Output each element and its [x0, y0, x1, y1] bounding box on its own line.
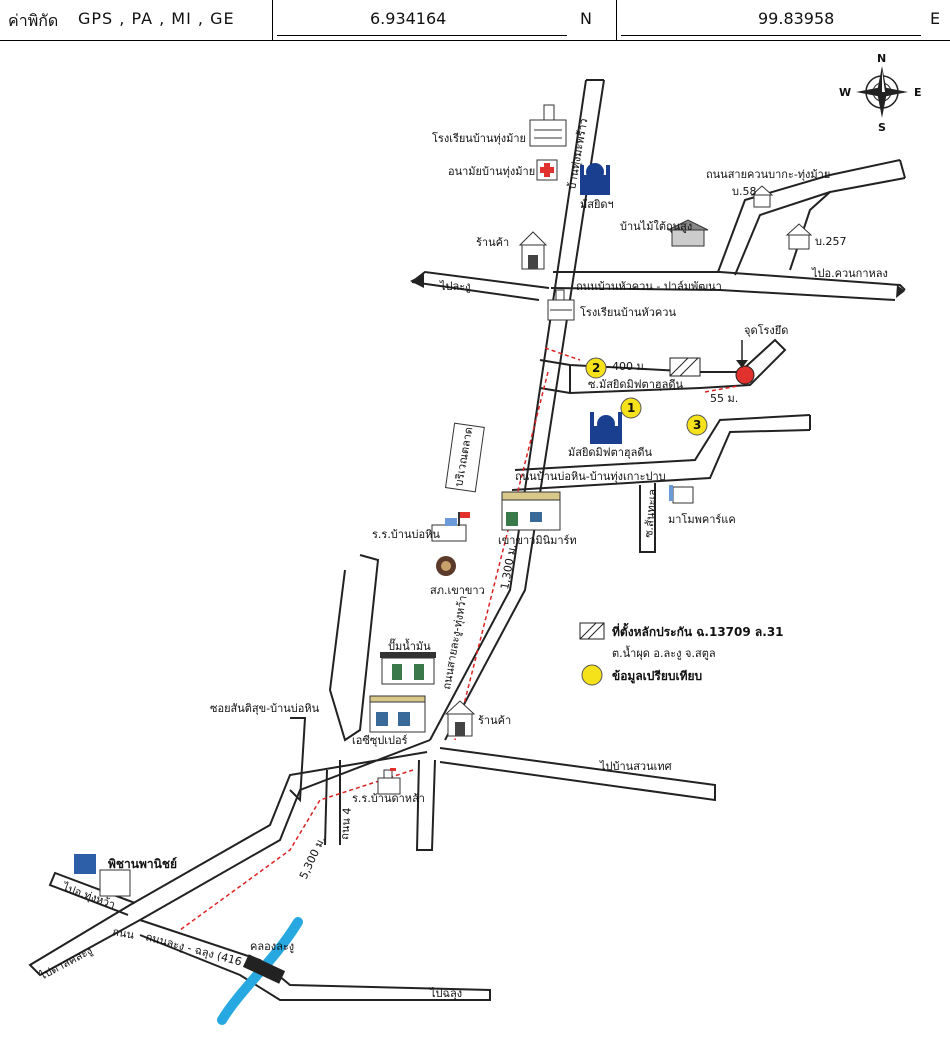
legend-hatch-icon: [579, 622, 605, 640]
road-label-khuan: ถนนสายควนบากะ-ทุ่งม้าย: [706, 168, 830, 181]
road-bohin: [511, 414, 811, 553]
school-bohin-icon: [431, 512, 470, 542]
marker-3[interactable]: 3: [686, 414, 708, 436]
svg-text:1: 1: [627, 401, 635, 415]
longitude-dir: E: [930, 9, 941, 28]
latitude-value: 6.934164: [370, 9, 447, 28]
coord-label-cell: ค่าพิกัด GPS , PA , MI , GE: [0, 0, 273, 40]
pichan-icon: [74, 854, 131, 897]
market-box: [444, 422, 485, 493]
road-suanthes: [439, 747, 716, 802]
health-icon: [536, 159, 558, 181]
bridge-icon: [242, 954, 286, 984]
coord-method: GPS , PA , MI , GE: [78, 9, 235, 28]
shop-icon: [518, 231, 548, 270]
label-target: จุดโรงยึด: [744, 323, 788, 337]
mosque-mid-icon: [590, 412, 622, 444]
label-mosque-top: มัสยิดฯ: [580, 198, 614, 211]
compass-w: W: [839, 86, 851, 99]
target-marker-icon: [669, 340, 755, 385]
road-label-4: ถนน 4: [338, 807, 354, 840]
mini-shop-icon: [669, 485, 694, 504]
label-to-kalong: ไปตาลคละงู: [36, 944, 94, 983]
road-label-soi: ซ.สันทะเล: [642, 488, 659, 538]
latitude-cell: 6.934164 N: [272, 0, 617, 40]
label-d400: 400 ม.: [612, 360, 647, 373]
longitude-value: 99.83958: [758, 9, 835, 28]
compass-n: N: [877, 52, 886, 65]
label-to-chalung: ไปฉลุง: [429, 987, 462, 1000]
canal: [217, 917, 303, 1025]
main-road: [429, 79, 605, 741]
school-icon: [529, 104, 567, 147]
road-label-mosque-soi: ซ.มัสยิดมิฟตาฮุลดีน: [588, 378, 683, 391]
longitude-underline: [621, 35, 921, 36]
coordinate-header: ค่าพิกัด GPS , PA , MI , GE 6.934164 N 9…: [0, 0, 950, 41]
legend-item-3: ข้อมูลเปรียบเทียบ: [612, 669, 702, 684]
label-road-no: ถนน: [111, 925, 135, 942]
label-canal: คลองละงู: [250, 940, 294, 953]
road-huakuan: [550, 159, 906, 301]
mosque-icon: [580, 163, 610, 195]
shop-mid-icon: [444, 700, 476, 737]
label-to-khuankalong: ไปอ.ควนกาหลง: [811, 267, 888, 280]
label-d1300: 1,300 ม.: [498, 543, 519, 590]
label-police: สภ.เขาขาว: [430, 584, 485, 597]
house-icon: [750, 185, 813, 250]
legend-item-1: ที่ตั้งหลักประกัน ฉ.13709 ล.31: [612, 622, 784, 639]
label-to-langu: ไปละงู: [439, 280, 471, 293]
label-house-257: บ.257: [815, 235, 846, 248]
school-huakuan-icon: [547, 289, 575, 321]
police-icon: [436, 556, 456, 576]
compass-s: S: [878, 121, 886, 134]
label-house-wooden: บ้านไม้ใต้ถุนสูง: [620, 220, 692, 233]
svg-text:2: 2: [592, 361, 600, 375]
longitude-cell: 99.83958 E: [616, 0, 949, 40]
latitude-underline: [277, 35, 567, 36]
compass-icon: N S E W: [839, 52, 922, 134]
label-shop-top: ร้านค้า: [476, 236, 509, 249]
label-minimart: เขาขาวมินิมาร์ท: [498, 534, 577, 547]
marker-2[interactable]: 2: [585, 357, 607, 379]
minimart-icon: [501, 491, 561, 531]
label-mosque-mid: มัสยิดมิฟตาฮุลดีน: [568, 446, 653, 459]
gas-station-icon: [380, 652, 436, 685]
legend-item-2: ต.น้ำผุด อ.ละงู จ.สตูล: [612, 645, 716, 660]
house-wooden-icon: [667, 219, 709, 247]
road-label-huakuan: ถนนบ้านหัวควน - ปาล์มพัฒนา: [576, 280, 722, 293]
label-d5300: 5,300 ม.: [297, 834, 328, 881]
svg-text:3: 3: [693, 418, 701, 432]
label-gas-station: ปั๊มน้ำมัน: [388, 638, 431, 653]
coord-label: ค่าพิกัด: [8, 11, 59, 30]
legend: ที่ตั้งหลักประกัน ฉ.13709 ล.31 ต.น้ำผุด …: [579, 622, 784, 686]
label-school-khaola: ร.ร.บ้านดาหล้า: [352, 792, 425, 805]
label-school-tungmai: โรงเรียนบ้านทุ่งม้าย: [432, 131, 526, 145]
label-house-58: บ.58: [732, 185, 756, 198]
supermarket-icon: [369, 695, 426, 733]
label-school-bohin: ร.ร.บ้านบ่อหิน: [372, 528, 440, 541]
label-health-tungmai: อนามัยบ้านทุ่งม้าย: [448, 165, 535, 178]
school-khaola-icon: [377, 768, 401, 795]
label-supermarket: เอซีซุปเปอร์: [352, 734, 408, 747]
label-d55: 55 ม.: [710, 392, 738, 405]
label-pichan: พิชานพานิชย์: [108, 857, 177, 871]
road-label-bohin: ถนนบ้านบ่อหิน-บ้านทุ่งเกาะปาบ: [515, 470, 666, 483]
label-mini-shop: มาโมพคาร์แค: [668, 512, 736, 526]
label-school-huakuan: โรงเรียนบ้านหัวควน: [580, 305, 676, 319]
road-label-soi-suttisuk: ซอยสันติสุข-บ้านบ่อหิน: [210, 702, 320, 715]
legend-yellow-icon: [581, 664, 603, 686]
label-to-suanthes: ไปบ้านสวนเทศ: [599, 760, 672, 773]
distance-arrows: [179, 347, 739, 931]
road-mosque-soi: [539, 338, 787, 395]
marker-1[interactable]: 1: [620, 397, 642, 419]
compass-e: E: [914, 86, 922, 99]
label-shop-mid: ร้านค้า: [478, 714, 511, 727]
latitude-dir: N: [580, 9, 592, 28]
road-to-langu: [410, 270, 550, 301]
